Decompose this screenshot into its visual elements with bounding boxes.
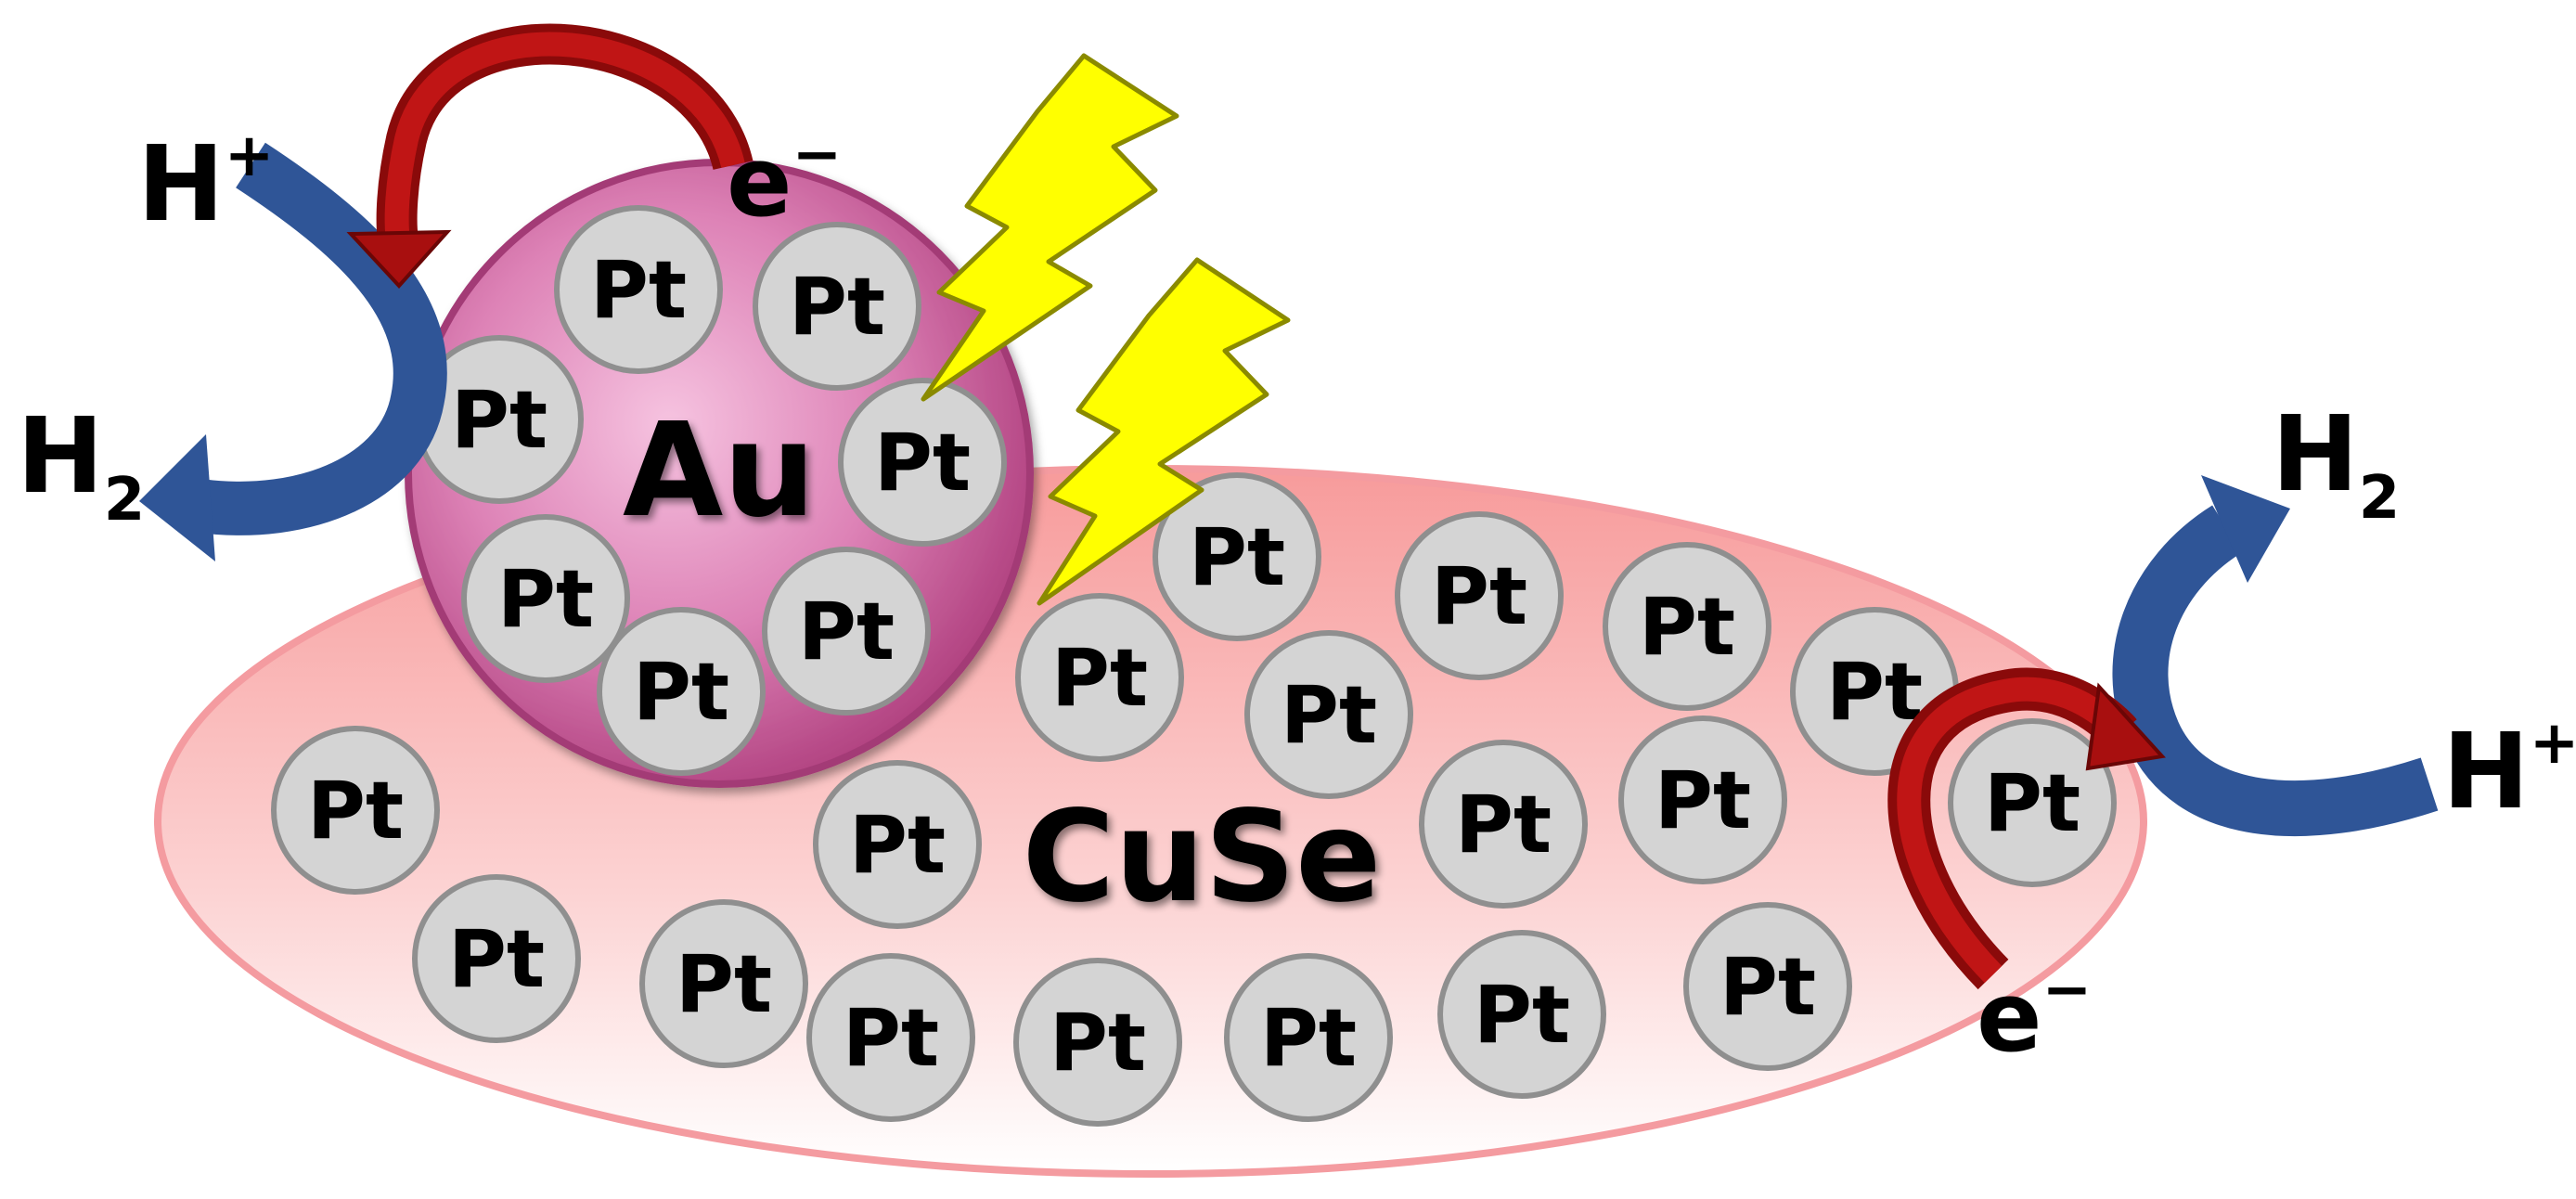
pt-nanoparticle: Pt [412, 874, 581, 1043]
pt-circle [1437, 930, 1606, 1099]
pt-nanoparticle: Pt [1683, 902, 1852, 1071]
pt-nanoparticle: Pt [838, 378, 1007, 547]
arrowhead-icon [2085, 682, 2166, 771]
au-label: Au [623, 395, 816, 547]
pt-circle [461, 514, 630, 683]
pt-label: Pt [1455, 779, 1552, 871]
pt-label: Pt [307, 765, 404, 857]
pt-nanoparticle: Pt [415, 335, 584, 504]
pt-label: Pt [789, 261, 885, 354]
pt-circle [1013, 958, 1182, 1127]
pt-circle [753, 222, 921, 391]
pt-nanoparticle: Pt [762, 547, 931, 716]
pt-circle [554, 205, 723, 374]
pt-circle [1153, 472, 1321, 641]
pt-nanoparticle: Pt [1395, 511, 1564, 680]
pt-nanoparticle: Pt [1603, 542, 1771, 711]
pt-label: Pt [1050, 997, 1146, 1089]
pt-label: Pt [1189, 511, 1285, 604]
proton-to-hydrogen-arrow [2112, 505, 2439, 836]
pt-label: Pt [798, 586, 895, 678]
pt-circle [1244, 630, 1413, 799]
pt-circle [806, 953, 975, 1122]
pt-circle [1683, 902, 1852, 1071]
pt-nanoparticle: Pt [1015, 593, 1184, 762]
pt-label: Pt [1639, 581, 1735, 674]
pt-circle [639, 899, 808, 1068]
pt-nanoparticle: Pt [1153, 472, 1321, 641]
proton-label-right: H+ [2442, 709, 2576, 832]
electron-label-right: e− [1977, 956, 2092, 1074]
pt-label: Pt [874, 417, 971, 509]
pt-nanoparticle: Pt [1437, 930, 1606, 1099]
left-electron-transfer [346, 23, 753, 289]
pt-nanoparticle: Pt [1790, 607, 1959, 776]
pt-label: Pt [1719, 941, 1816, 1034]
proton-to-hydrogen-arrow [196, 142, 447, 535]
arrowhead-icon [139, 434, 215, 561]
pt-nanoparticle: Pt [271, 726, 440, 895]
pt-circle [1395, 511, 1564, 680]
light-irradiation [921, 53, 1291, 606]
pt-circle [412, 874, 581, 1043]
pt-nanoparticle: Pt [461, 514, 630, 683]
pt-nanoparticle: Pt [1419, 740, 1588, 909]
pt-label: Pt [448, 913, 545, 1006]
pt-label: Pt [1051, 632, 1148, 725]
cuse-label: CuSe [1023, 784, 1382, 931]
pt-label: Pt [1826, 646, 1923, 739]
pt-circle [1224, 953, 1393, 1122]
pt-nanoparticle: Pt [639, 899, 808, 1068]
pt-circle [271, 726, 440, 895]
pt-label: Pt [633, 646, 729, 739]
pt-nanoparticle: Pt [597, 607, 766, 776]
hydrogen-label-left: H2 [17, 396, 145, 535]
pt-nanoparticle: Pt [554, 205, 723, 374]
right-proton-reduction [2112, 475, 2439, 836]
pt-label: Pt [1655, 754, 1751, 847]
hydrogen-label-right: H2 [2272, 394, 2400, 533]
pt-nanoparticle: Pt [813, 760, 982, 929]
pt-label: Pt [676, 938, 772, 1031]
arrowhead-icon [346, 229, 452, 289]
pt-nanoparticle: Pt [1224, 953, 1393, 1122]
right-electron-transfer [1887, 667, 2166, 990]
pt-circle [1603, 542, 1771, 711]
pt-label: Pt [1431, 550, 1527, 643]
pt-label: Pt [1474, 969, 1570, 1062]
electron-label-left: e− [727, 121, 842, 239]
pt-nanoparticle: Pt [1013, 958, 1182, 1127]
pt-label: Pt [843, 992, 939, 1085]
proton-label-left: H+ [137, 122, 274, 245]
pt-label: Pt [590, 244, 687, 337]
pt-label: Pt [849, 799, 946, 892]
pt-label: Pt [1984, 757, 2080, 850]
pt-label: Pt [451, 374, 547, 467]
pt-circle [1015, 593, 1184, 762]
pt-label: Pt [1281, 669, 1377, 762]
lightning-bolt-icon [1037, 257, 1291, 606]
arrowhead-icon [2201, 475, 2290, 583]
pt-circle [813, 760, 982, 929]
pt-circle [1948, 718, 2117, 887]
pt-circle [1618, 716, 1787, 884]
pt-circle [762, 547, 931, 716]
pt-label: Pt [497, 553, 594, 646]
pt-circle [597, 607, 766, 776]
pt-label: Pt [1260, 992, 1357, 1085]
pt-nanoparticle: Pt [753, 222, 921, 391]
left-proton-reduction [139, 142, 447, 561]
lightning-bolt-icon [921, 53, 1179, 402]
pt-nanoparticle: Pt [1244, 630, 1413, 799]
pt-circle [1419, 740, 1588, 909]
pt-circle [838, 378, 1007, 547]
pt-nanoparticle: Pt [806, 953, 975, 1122]
pt-nanoparticle: Pt [1948, 718, 2117, 887]
pt-nanoparticle: Pt [1618, 716, 1787, 884]
